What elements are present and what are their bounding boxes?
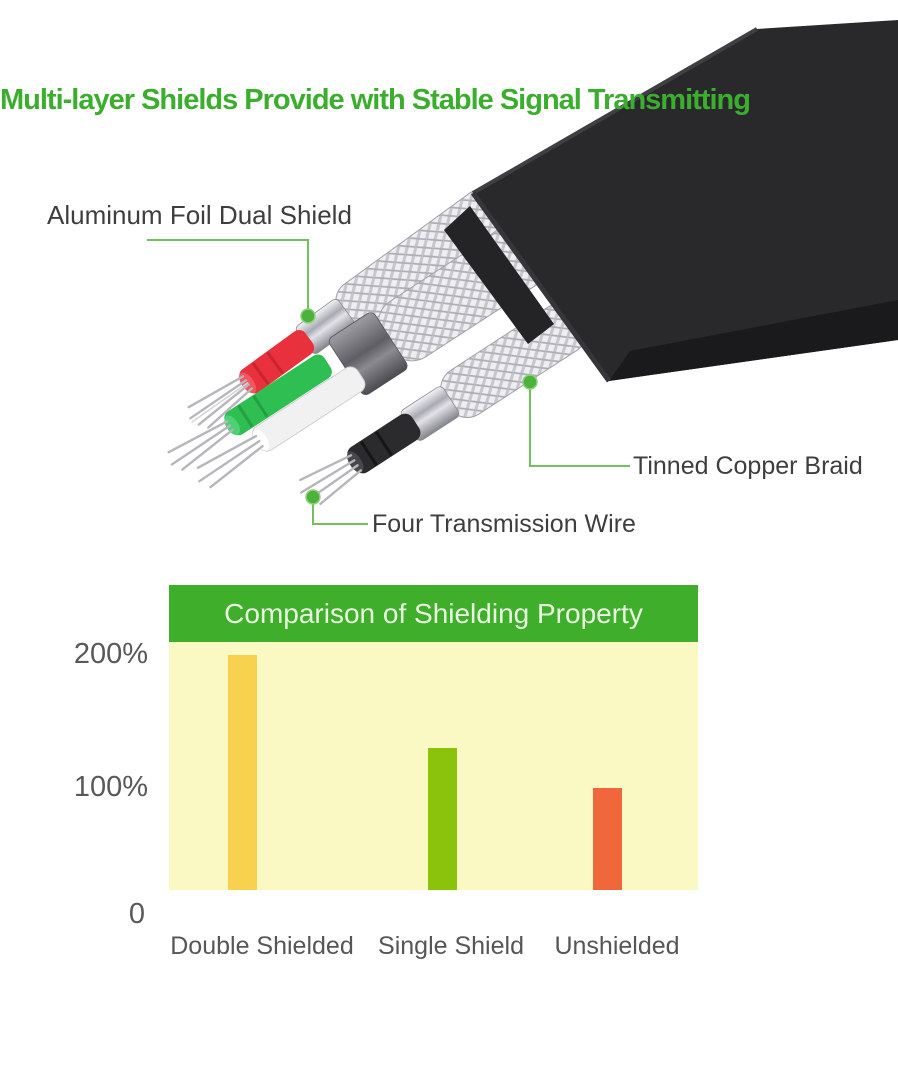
- jacket-web: [444, 206, 554, 344]
- shielding-comparison-chart: Comparison of Shielding Property: [169, 585, 698, 890]
- callout-line-four-wire: [312, 504, 368, 525]
- bar-unshielded: [592, 788, 622, 890]
- callout-lines: [147, 239, 630, 525]
- callout-label-four-transmission-wire: Four Transmission Wire: [372, 510, 636, 538]
- black-wire: [347, 413, 421, 474]
- callout-dot-aluminum-foil: [300, 308, 316, 324]
- category-label-double-shielded: Double Shielded: [170, 932, 354, 960]
- callout-dots: [300, 308, 538, 505]
- cable-jacket: [444, 20, 898, 383]
- callout-line-aluminum-foil: [147, 239, 309, 310]
- y-tick-200: 200%: [73, 638, 148, 670]
- chart-plot-area: [169, 642, 698, 890]
- wire-assembly-green-white: [167, 221, 555, 489]
- y-tick-0: 0: [128, 898, 145, 930]
- callout-dot-four-wire: [305, 489, 321, 505]
- cable-cutaway-illustration: [147, 20, 898, 525]
- y-tick-100: 100%: [73, 771, 148, 803]
- copper-strands-3: [299, 454, 362, 505]
- bar-double-shielded: [227, 655, 257, 890]
- category-label-single-shield: Single Shield: [378, 932, 524, 960]
- bar-single-shield: [427, 748, 457, 890]
- copper-strands-2: [167, 420, 264, 489]
- callout-dot-tinned-copper: [522, 374, 538, 390]
- copper-strands-1: [187, 375, 253, 429]
- jacket-front-edge: [609, 300, 898, 381]
- callout-line-tinned-copper: [529, 389, 630, 467]
- wire-assembly-black: [299, 303, 587, 505]
- callout-label-tinned-copper-braid: Tinned Copper Braid: [633, 452, 863, 480]
- chart-title-bar: Comparison of Shielding Property: [169, 585, 698, 642]
- page-title: Multi-layer Shields Provide with Stable …: [0, 84, 751, 116]
- category-label-unshielded: Unshielded: [554, 932, 680, 960]
- callout-label-aluminum-foil-dual-shield: Aluminum Foil Dual Shield: [47, 200, 352, 230]
- green-wire: [224, 354, 332, 436]
